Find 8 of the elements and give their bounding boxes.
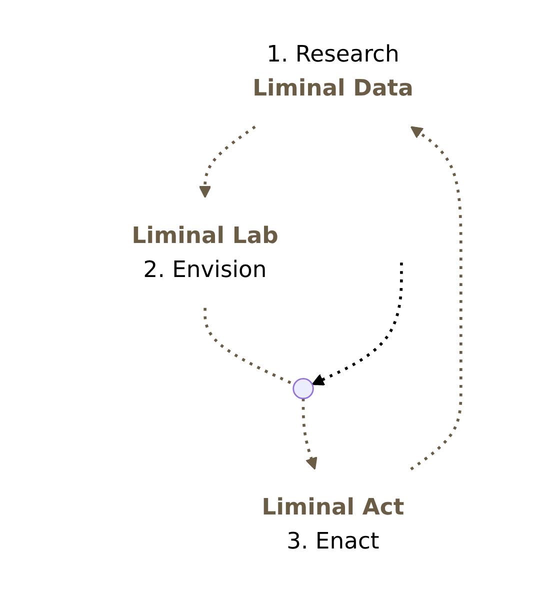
arrow [410, 126, 462, 470]
node-text: Liminal Act 3. Enact [262, 493, 404, 554]
node-text: 1. Research Liminal Data [252, 40, 414, 102]
arrow [312, 262, 403, 386]
node-text: Liminal Lab 2. Envision [132, 222, 278, 282]
arrow [198, 126, 256, 198]
node-point [292, 378, 314, 400]
arrow [302, 398, 318, 470]
